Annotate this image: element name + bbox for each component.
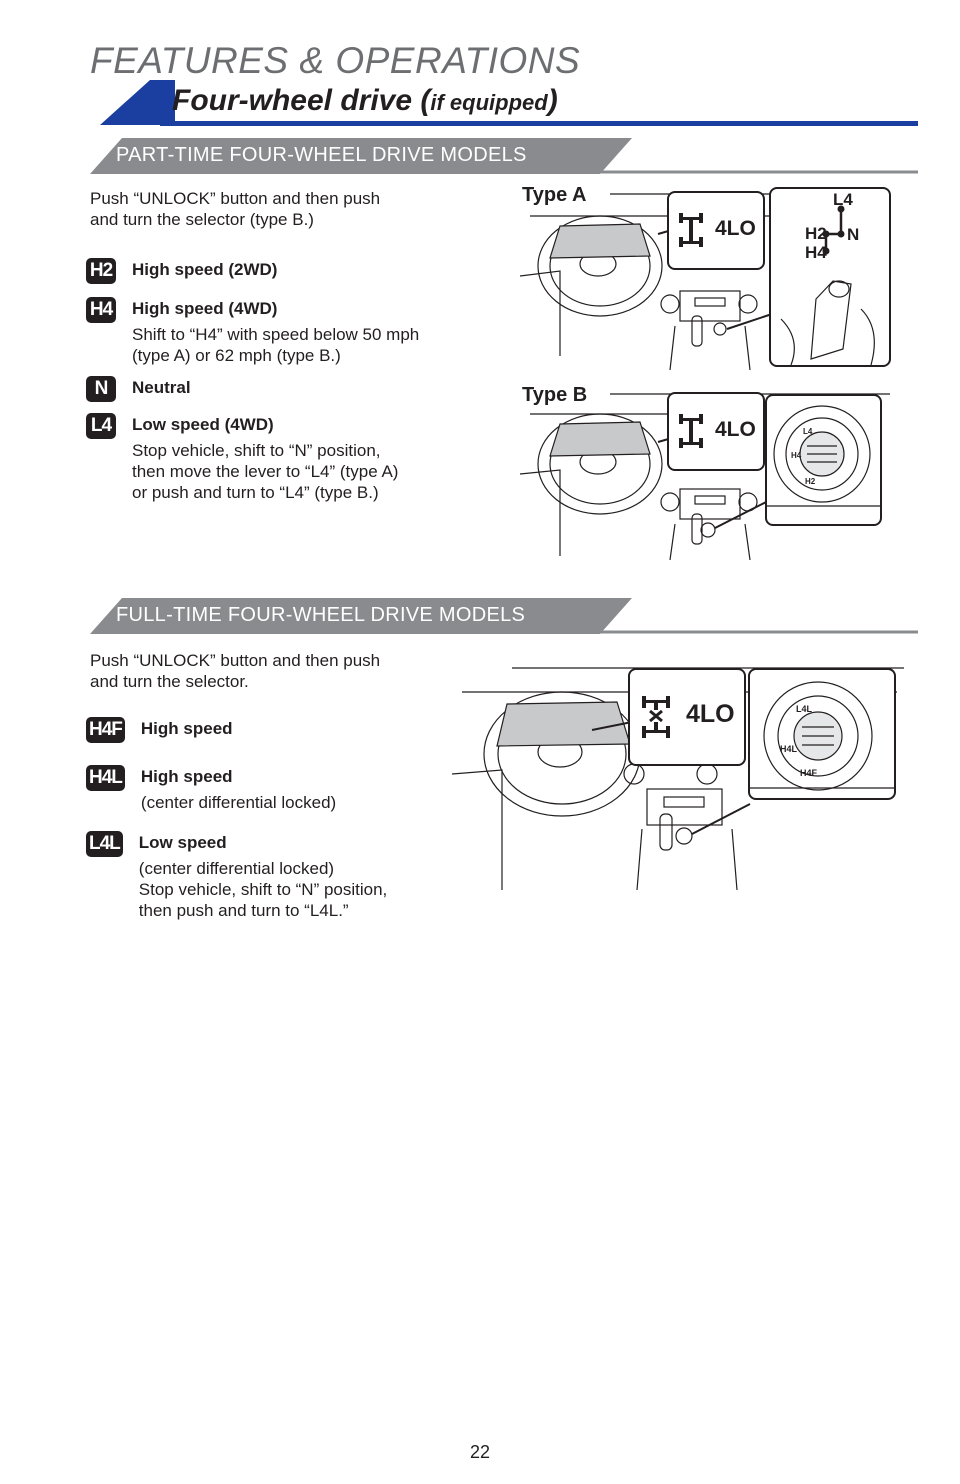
title-bar-graphic (100, 80, 918, 126)
svg-text:H4: H4 (805, 243, 827, 262)
full-time-banner: FULL-TIME FOUR-WHEEL DRIVE MODELS (116, 604, 526, 626)
type-a-indicator: 4LO (667, 191, 765, 270)
list-item: H4F High speed (86, 717, 233, 743)
svg-text:H2: H2 (805, 477, 816, 486)
svg-text:L4: L4 (833, 190, 853, 209)
type-b-dial-callout: L4 H4 H2 (765, 394, 882, 526)
h4l-badge: H4L (86, 765, 125, 791)
list-item: H4 High speed (4WD) Shift to “H4” with s… (86, 297, 419, 366)
svg-text:H2: H2 (805, 224, 827, 243)
indicator-text: 4LO (715, 217, 756, 240)
svg-text:H4: H4 (791, 451, 802, 460)
list-item: N Neutral (86, 376, 191, 402)
transfer-dial-diagram: L4L H4L H4F (750, 681, 894, 791)
indicator-text: 4LO (686, 700, 735, 728)
h2-badge: H2 (86, 258, 116, 284)
h4f-badge: H4F (86, 717, 125, 743)
l4-badge: L4 (86, 413, 116, 439)
transfer-lever-diagram: L4 H2 N H4 (780, 190, 875, 365)
svg-text:N: N (847, 225, 859, 244)
h4-badge: H4 (86, 297, 116, 323)
list-item: L4L Low speed (center differential locke… (86, 831, 387, 921)
section-title: FEATURES & OPERATIONS (90, 40, 581, 81)
part-time-intro: Push “UNLOCK” button and then push and t… (90, 189, 381, 229)
full-time-dial-callout: L4L H4L H4F (748, 668, 896, 800)
type-b-label: Type B (522, 384, 588, 406)
four-wheel-drive-icon (679, 213, 703, 247)
four-wheel-drive-icon (679, 414, 703, 448)
part-time-banner: PART-TIME FOUR-WHEEL DRIVE MODELS (116, 144, 527, 166)
type-b-illustration (520, 393, 890, 560)
full-time-intro: Push “UNLOCK” button and then push and t… (90, 651, 381, 691)
svg-text:H4F: H4F (800, 768, 818, 778)
type-a-label: Type A (522, 184, 587, 206)
list-item: H4L High speed (center differential lock… (86, 765, 336, 813)
l4l-badge: L4L (86, 831, 123, 857)
type-b-indicator: 4LO (667, 392, 765, 471)
svg-text:L4: L4 (803, 427, 813, 436)
transfer-dial-diagram: L4 H4 H2 (767, 405, 880, 507)
type-a-lever-callout: L4 H2 N H4 (769, 187, 891, 367)
svg-text:L4L: L4L (796, 704, 813, 714)
part-time-banner-shape (90, 138, 918, 174)
type-a-illustration (520, 193, 890, 370)
n-badge: N (86, 376, 116, 402)
four-wheel-drive-lock-icon (642, 696, 670, 738)
svg-text:H4L: H4L (780, 744, 798, 754)
list-item: H2 High speed (2WD) (86, 258, 277, 284)
full-time-indicator: 4LO (628, 668, 746, 766)
page-number: 22 (469, 1442, 491, 1462)
list-item: L4 Low speed (4WD) Stop vehicle, shift t… (86, 413, 398, 503)
indicator-text: 4LO (715, 418, 756, 441)
feature-title: Four-wheel drive (if equipped) (172, 84, 558, 117)
full-time-banner-shape (90, 598, 918, 634)
